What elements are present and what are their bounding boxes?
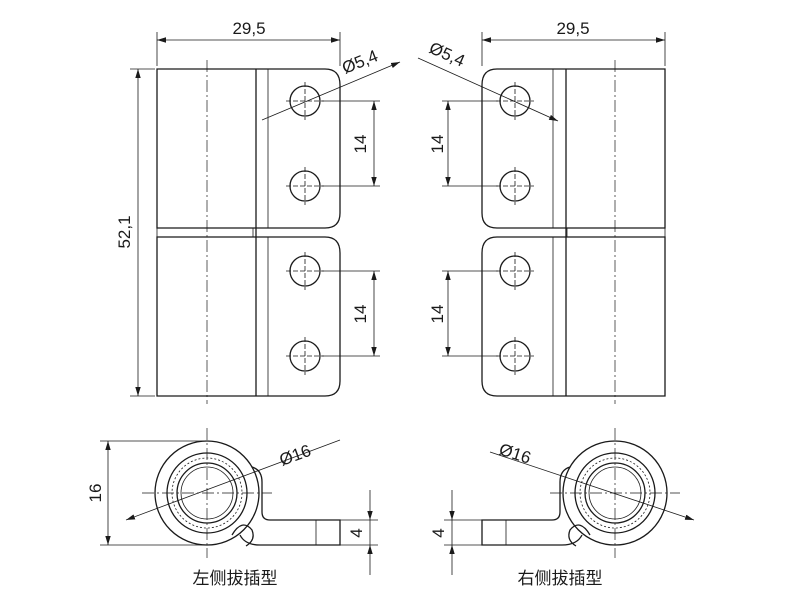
right-hole-dim-label: Ø5,4 (426, 38, 467, 70)
right-joint-band (566, 227, 666, 238)
left-hinge-front-view: 29,5 52,1 Ø5,4 14 14 (115, 19, 401, 404)
left-hinge-caption: 左侧拔插型 (193, 569, 278, 589)
right-lower-leaf-outline (481, 236, 666, 397)
right-section-diameter-label: Ø16 (497, 440, 533, 468)
right-section-diameter-leader (489, 451, 695, 521)
left-mounting-holes (286, 82, 324, 375)
left-lower-leaf-outline (156, 236, 341, 397)
right-leaf-thickness-label: 4 (429, 528, 448, 537)
left-joint-band (156, 227, 254, 238)
right-bottom-spacing-label: 14 (428, 305, 447, 324)
left-section-leaf (239, 466, 341, 546)
left-top-spacing-label: 14 (351, 135, 370, 154)
right-section-leaf (481, 466, 583, 546)
right-upper-leaf-outline (481, 68, 666, 229)
left-section-diameter-label: Ø16 (277, 441, 314, 470)
right-hole-leader (417, 57, 559, 122)
left-section-height-label: 16 (86, 484, 105, 503)
right-hinge-caption: 右侧拔插型 (518, 569, 603, 589)
left-hinge-section-view: Ø16 16 4 左侧拔插型 (86, 428, 378, 589)
right-top-spacing-label: 14 (428, 135, 447, 154)
right-hinge-front-view: 29,5 Ø5,4 14 14 (417, 19, 666, 404)
left-height-label: 52,1 (115, 215, 134, 248)
right-hinge-section-view: Ø16 4 右侧拔插型 (429, 428, 695, 589)
right-width-label: 29,5 (556, 19, 589, 38)
left-upper-leaf-outline (156, 68, 341, 229)
left-leaf-thickness-label: 4 (347, 528, 366, 537)
left-bottom-spacing-label: 14 (351, 305, 370, 324)
left-width-label: 29,5 (232, 19, 265, 38)
right-mounting-holes (496, 82, 534, 375)
left-hole-leader (261, 61, 401, 121)
left-section-diameter-leader (125, 439, 341, 521)
